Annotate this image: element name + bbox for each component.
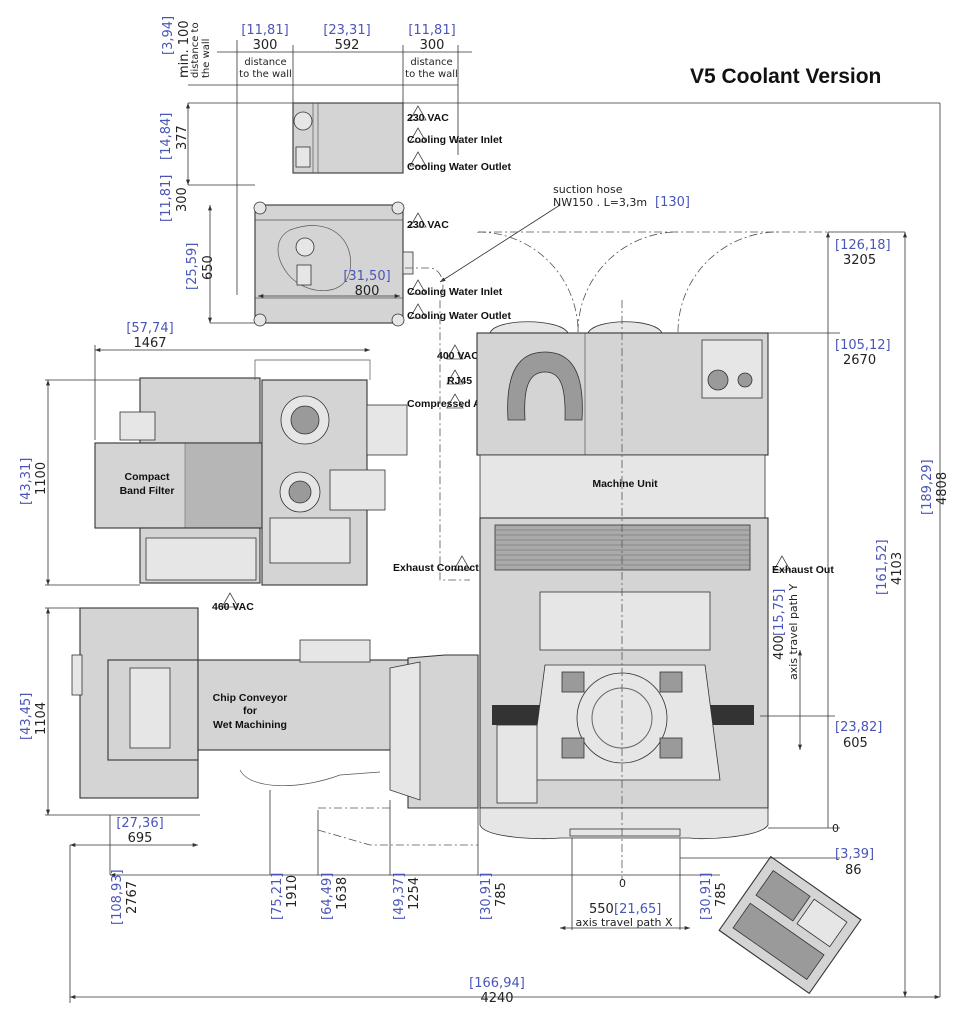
dim-1254-inch: [49,37] [392,873,407,920]
dim-total-mm: 4240 [480,991,513,1006]
travel-x-mm: 550 [589,902,614,917]
dim-785b-inch: [30,91] [699,873,714,920]
label-cooling-water-inlet-a: Cooling Water Inlet [407,134,503,146]
right-dimensions: [126,18] 3205 [105,12] 2670 400 [15,75] … [680,231,950,997]
top-dimensions: [11,81] 300 [23,31] 592 [11,81] 300 dist… [161,16,941,997]
label-460vac: 460 VAC [212,601,254,613]
label-230vac-a: 230 VAC [407,112,449,124]
compact-band-filter: Compact Band Filter [94,359,408,586]
dim-2767-inch: [108,93] [110,869,125,925]
label-exhaust-connection: Exhaust Connection [393,562,495,574]
dim-2670-mm: 2670 [843,353,876,368]
drawing-title: V5 Coolant Version [690,65,881,88]
dim-depth-small-mm: 377 [175,125,190,150]
dim-width-large-mm: 800 [355,284,380,299]
zero-y: 0 [832,822,839,835]
label-230vac-b: 230 VAC [407,219,449,231]
dim-605-mm: 605 [843,736,868,751]
dim-band-filter-depth-mm: 1100 [34,462,49,495]
dim-4808-inch: [189,29] [920,459,935,515]
dim-depth-large-inch: [25,59] [185,243,200,290]
dim-band-filter-width-mm: 1467 [133,336,166,351]
dim-depth-large-mm: 650 [201,255,216,280]
travel-x-inch: [21,65] [614,902,661,917]
dim-3205-inch: [126,18] [835,238,891,253]
travel-x-note: axis travel path X [576,916,673,929]
control-panel [718,855,862,995]
dim-right-wall-mm: 300 [420,38,445,53]
zero-x: 0 [619,877,626,890]
connection-labels: 230 VAC Cooling Water Inlet Cooling Wate… [212,105,834,613]
dim-605-inch: [23,82] [835,720,882,735]
dim-conveyor-depth-inch: [43,45] [19,693,34,740]
dim-1638-mm: 1638 [335,877,350,910]
suction-hose-label: suction hose [553,183,623,196]
suction-hose-spec: NW150 . L=3,3m [553,196,647,209]
chiller-large [253,201,414,327]
machine-unit: Machine Unit [476,300,769,880]
travel-y-note: axis travel path Y [787,584,800,680]
dim-1254-mm: 1254 [407,877,422,910]
dim-1910-inch: [75,21] [270,873,285,920]
dim-86-inch: [3,39] [835,847,874,862]
dim-conveyor-depth-mm: 1104 [34,702,49,735]
dim-conveyor-offset-mm: 695 [128,831,153,846]
dim-left-wall-inch: [11,81] [241,23,288,38]
dim-band-filter-depth-inch: [43,31] [19,458,34,505]
label-cooling-water-outlet-a: Cooling Water Outlet [407,161,512,173]
dim-785a-inch: [30,91] [479,873,494,920]
chip-conveyor: Chip Conveyor for Wet Machining [71,607,479,809]
dim-1910-mm: 1910 [285,875,300,908]
dim-width-large-inch: [31,50] [343,269,390,284]
right-wall-note: distance to the wall [405,57,458,80]
bottom-dimensions: [108,93] 2767 [75,21] 1910 [64,49] 1638 … [69,790,940,1006]
dim-gap-mm: 300 [175,187,190,212]
label-cooling-water-outlet-b: Cooling Water Outlet [407,310,512,322]
left-wall-note: distance to the wall [239,57,292,80]
door-swing-arcs [477,231,828,333]
suction-hose-callout: suction hose NW150 . L=3,3m [130] [405,183,690,581]
dim-chiller-width-mm: 592 [335,38,360,53]
dim-total-inch: [166,94] [469,976,525,991]
travel-y-inch: [15,75] [772,589,787,636]
label-compressed-air: Compressed Air [407,398,488,410]
band-filter-label-1: Compact [125,471,170,483]
dim-3205-mm: 3205 [843,253,876,268]
chiller-dimensions: [14,84] 377 [11,81] 300 [25,59] 650 [31,… [159,103,400,324]
label-rj45: RJ45 [447,375,472,387]
dim-2767-mm: 2767 [125,881,140,914]
dim-chiller-width-inch: [23,31] [323,23,370,38]
label-exhaust-out: Exhaust Out [772,564,834,576]
band-filter-dimensions: [57,74] 1467 [43,31] 1100 [19,321,370,586]
dim-785b-mm: 785 [714,882,729,907]
chip-conveyor-label-1: Chip Conveyor [213,692,288,704]
dim-min-wall-inch: [3,94] [161,16,176,55]
dim-conveyor-offset-inch: [27,36] [116,816,163,831]
dim-4103-mm: 4103 [890,552,905,585]
chip-conveyor-label-2: for [243,705,257,717]
dim-right-wall-inch: [11,81] [408,23,455,38]
machine-unit-label: Machine Unit [592,478,658,490]
dim-785a-mm: 785 [494,882,509,907]
travel-y-mm: 400 [772,635,787,660]
dim-gap-inch: [11,81] [159,175,174,222]
min-wall-note: distance to the wall [190,22,212,78]
dim-left-wall-mm: 300 [253,38,278,53]
label-400vac: 400 VAC [437,350,479,362]
band-filter-label-2: Band Filter [120,485,175,497]
dim-min-wall-mm: min. 100 [177,20,192,78]
chiller-small [292,102,404,174]
dim-depth-small-inch: [14,84] [159,113,174,160]
dim-1638-inch: [64,49] [320,873,335,920]
dim-2670-inch: [105,12] [835,338,891,353]
chip-conveyor-dimensions: [43,45] 1104 [27,36] 695 [19,607,200,847]
suction-hose-inch: [130] [655,195,690,210]
dim-4808-mm: 4808 [935,472,950,505]
chip-conveyor-label-3: Wet Machining [213,719,287,731]
dim-4103-inch: [161,52] [875,539,890,595]
dim-86-mm: 86 [845,863,862,878]
label-cooling-water-inlet-b: Cooling Water Inlet [407,286,503,298]
dim-band-filter-width-inch: [57,74] [126,321,173,336]
